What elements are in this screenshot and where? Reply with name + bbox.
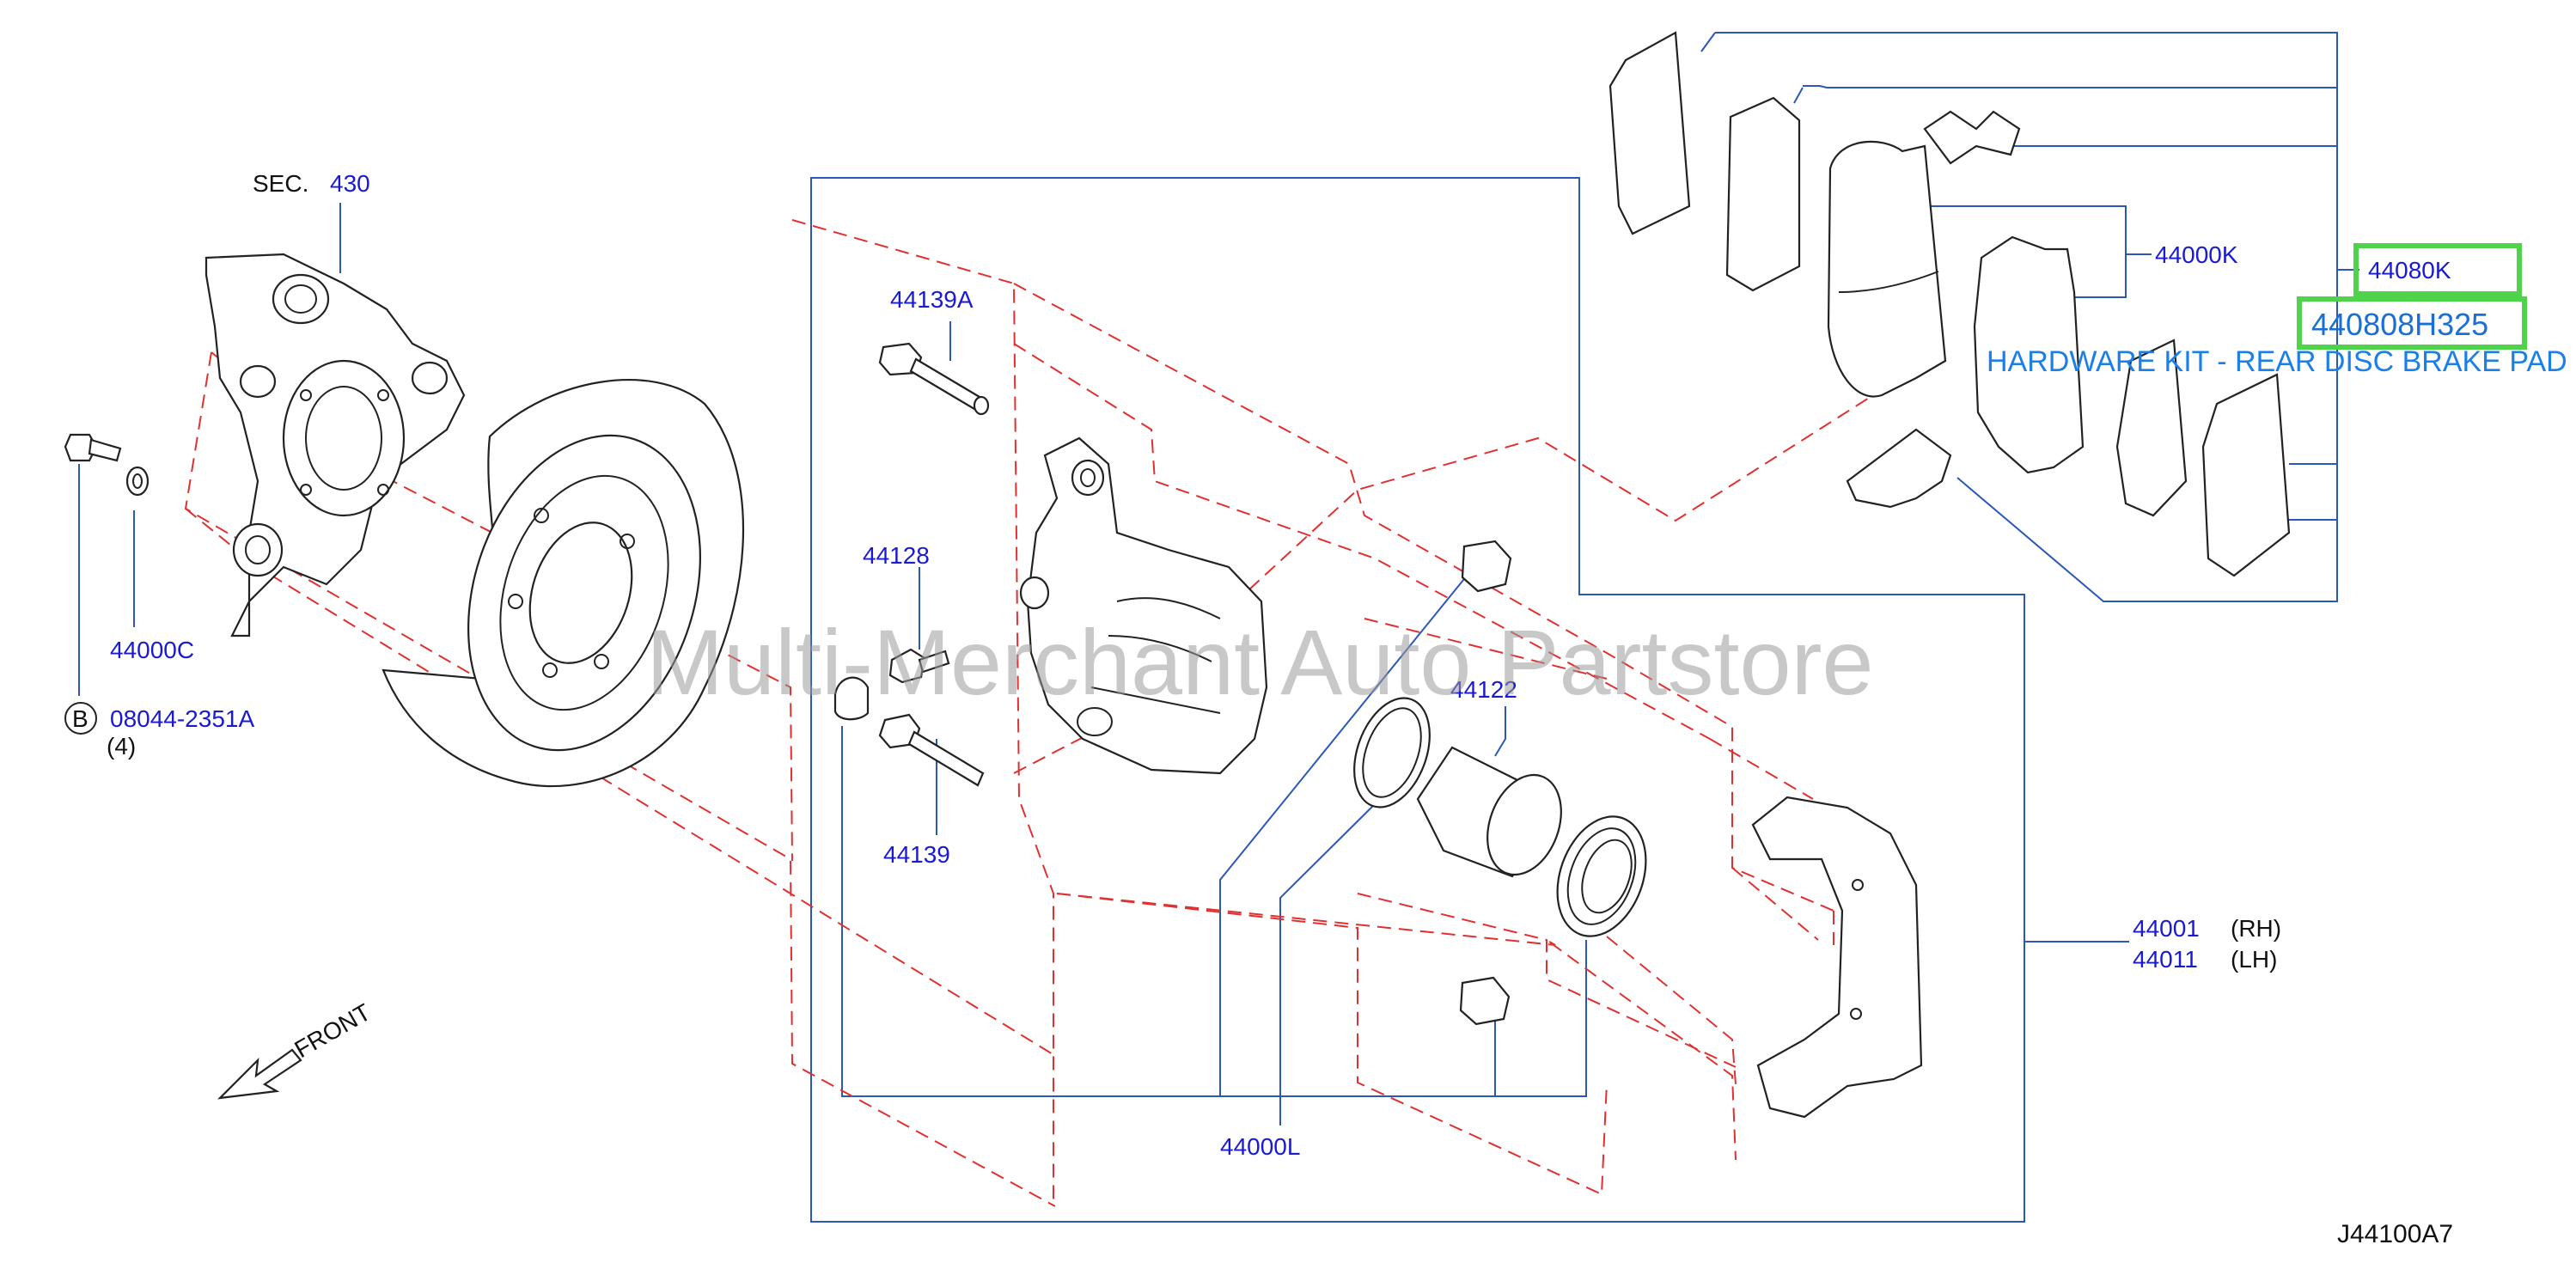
part-label-44080k[interactable]: 44080K xyxy=(2368,257,2451,284)
leader-44000l xyxy=(841,726,1587,1097)
caliper-group-frame xyxy=(810,177,2025,1223)
highlight-box-part-number xyxy=(2297,296,2527,350)
alignment-line xyxy=(184,351,1056,1207)
diagram-code: J44100A7 xyxy=(2337,1220,2453,1248)
sec-label: SEC. xyxy=(253,170,308,197)
alignment-line xyxy=(1056,893,1608,1196)
piston-boot xyxy=(1556,815,1647,937)
bleeder-cap xyxy=(833,676,870,721)
caliper-body xyxy=(1019,436,1268,775)
anti-rattle-clip-top xyxy=(1923,110,2021,165)
bleeder-44128 xyxy=(888,648,950,684)
leader-44122 xyxy=(1494,706,1506,757)
brake-pad-inner xyxy=(1973,235,2085,474)
part-label-44000k[interactable]: 44000K xyxy=(2155,241,2238,268)
part-label-44139a[interactable]: 44139A xyxy=(890,286,974,313)
part-label-44011[interactable]: 44011 xyxy=(2133,946,2198,973)
pad-bracket-branch xyxy=(1700,32,1716,52)
alignment-line xyxy=(1731,867,1819,941)
side-label-rh: (RH) xyxy=(2231,915,2281,942)
part-label-44001[interactable]: 44001 xyxy=(2133,915,2200,942)
highlight-box-44080k xyxy=(2353,243,2522,296)
part-label-44000l[interactable]: 44000L xyxy=(1220,1133,1300,1160)
leader-44000l-branch xyxy=(1219,570,1472,1096)
steering-knuckle xyxy=(204,253,466,638)
bolt-ref-circle xyxy=(64,702,97,735)
shim-inner-3 xyxy=(2201,373,2291,577)
leader-44000l-branch xyxy=(1279,795,1384,1096)
front-label: FRONT xyxy=(290,998,375,1063)
alignment-line xyxy=(1709,738,1814,800)
part-label-bolt[interactable]: 08044-2351A xyxy=(110,705,254,732)
bolt-quantity: (4) xyxy=(107,733,136,760)
highlighted-part-number[interactable]: 440808H325 xyxy=(2311,307,2488,342)
shim-outer xyxy=(1608,31,1691,235)
pad-bracket-branch xyxy=(1793,87,1804,104)
side-label-lh: (LH) xyxy=(2231,946,2277,973)
sec-number-link[interactable]: 430 xyxy=(330,170,370,197)
front-arrow-icon xyxy=(217,1048,302,1100)
boot-44122 xyxy=(1459,540,1512,1026)
bolt-ref-letter: B xyxy=(72,705,89,732)
pad-bracket-branch xyxy=(1803,85,2337,88)
seal-ring xyxy=(1353,697,1431,808)
watermark: Multi-Merchant Auto Partstore xyxy=(646,610,1874,714)
alignment-line xyxy=(1013,343,1711,740)
part-label-44139[interactable]: 44139 xyxy=(883,841,950,868)
part-label-44128[interactable]: 44128 xyxy=(863,542,930,569)
pad-group-bracket xyxy=(1715,32,2338,602)
alignment-line xyxy=(1606,936,1737,1085)
knuckle-bolt xyxy=(64,433,122,462)
guide-pin-44139 xyxy=(878,713,985,787)
washer-44000c xyxy=(125,466,150,497)
guide-pin-44139a xyxy=(878,342,990,416)
brake-pad-outer xyxy=(1827,140,1947,398)
part-label-44122[interactable]: 44122 xyxy=(1450,676,1517,703)
backing-plate xyxy=(382,379,745,788)
shim-inner-2 xyxy=(2115,339,2188,517)
shim-inner xyxy=(1725,96,1801,292)
highlighted-part-description: HARDWARE KIT - REAR DISC BRAKE PAD xyxy=(1987,345,2567,378)
alignment-line xyxy=(1056,893,1737,1161)
piston xyxy=(1416,746,1562,878)
anti-rattle-clip-bottom xyxy=(1846,428,1952,509)
part-label-44000c[interactable]: 44000C xyxy=(110,637,194,663)
alignment-line xyxy=(791,219,1054,1203)
leader-44000k xyxy=(1923,205,2127,298)
caliper-bracket xyxy=(1751,796,1923,1119)
alignment-line xyxy=(1357,893,1737,1068)
